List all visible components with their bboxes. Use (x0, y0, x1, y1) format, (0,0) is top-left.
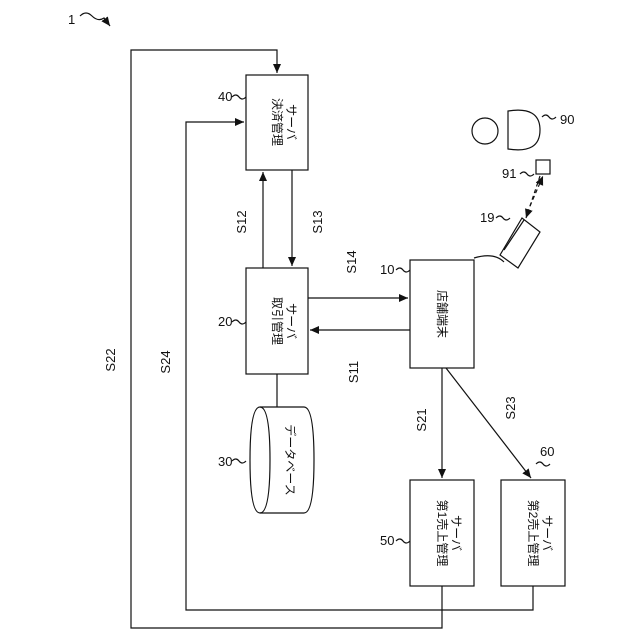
sales-server-1-line2: サーバ (449, 515, 463, 551)
reader-to-card-link (530, 176, 543, 206)
sales-server-1-leader (396, 539, 410, 543)
s13-label: S13 (310, 210, 325, 233)
database-ref: 30 (218, 454, 232, 469)
s22-label: S22 (103, 348, 118, 371)
sales-server-2-line1: 第2売上管理 (526, 500, 541, 567)
sales-server-2-leader (536, 462, 550, 466)
transaction-server-line2: サーバ (284, 303, 298, 339)
database-cylinder (250, 407, 314, 513)
reader-leader (496, 216, 510, 220)
s23-label: S23 (503, 396, 518, 419)
transaction-server-ref: 20 (218, 314, 232, 329)
figure-ref-label: 1 (68, 12, 75, 27)
database-leader (232, 459, 246, 463)
s11-label: S11 (346, 361, 361, 383)
reader-device (500, 218, 540, 268)
sales-server-2-ref: 60 (540, 444, 554, 459)
sales-server-1-line1: 第1売上管理 (435, 500, 450, 567)
store-terminal-ref: 10 (380, 262, 394, 277)
transaction-server-line1: 取引管理 (270, 297, 285, 345)
sales-server-2-line2: サーバ (540, 515, 554, 551)
payment-server-line1: 決済管理 (270, 98, 285, 146)
s21-label: S21 (414, 408, 429, 431)
card-to-reader-link (526, 176, 540, 218)
customer-leader (542, 115, 556, 119)
sales-server-1-ref: 50 (380, 533, 394, 548)
customer-ref: 90 (560, 112, 574, 127)
payment-server-line2: サーバ (284, 104, 298, 140)
figure-ref-arrow (80, 13, 110, 26)
transaction-server-leader (232, 320, 246, 324)
s12-label: S12 (234, 210, 249, 233)
reader-cable (474, 256, 504, 262)
customer-figure (472, 110, 540, 150)
reader-ref: 19 (480, 210, 494, 225)
card-device (536, 160, 550, 174)
card-ref: 91 (502, 166, 516, 181)
card-leader (520, 172, 534, 176)
payment-server-ref: 40 (218, 89, 232, 104)
store-terminal-label: 店舗端末 (435, 290, 449, 338)
s23-arrow (446, 368, 531, 478)
database-label: データベース (283, 424, 298, 495)
s14-label: S14 (344, 250, 359, 273)
store-terminal-leader (396, 268, 410, 272)
payment-server-leader (232, 95, 246, 99)
s24-label: S24 (158, 350, 173, 373)
